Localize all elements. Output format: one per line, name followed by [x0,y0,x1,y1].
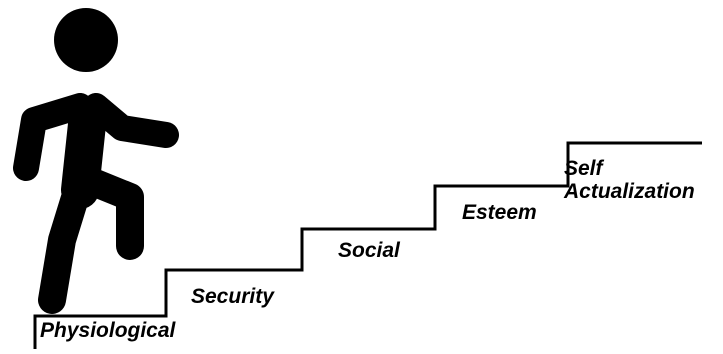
step-label-esteem-line: Esteem [462,201,537,224]
person-front-arm [83,93,179,148]
step-label-physiological-line: Physiological [40,319,176,342]
step-label-social-line: Social [338,239,400,262]
step-label-self-line-1: Self [564,157,603,180]
step-label-self-line-2: Actualization [564,180,695,203]
step-label-physiological: Physiological [40,319,175,342]
walking-person-icon [13,8,179,314]
step-label-self-actualization: Self Actualization [564,157,695,203]
person-back-leg [38,174,92,314]
staircase-line [33,141,702,349]
step-label-esteem: Esteem [462,201,537,224]
step-label-security-line: Security [191,285,274,308]
person-head [54,8,118,72]
person-front-leg [74,166,144,260]
step-label-social: Social [338,239,400,262]
person-back-arm [13,93,93,181]
step-label-security: Security [191,285,274,308]
